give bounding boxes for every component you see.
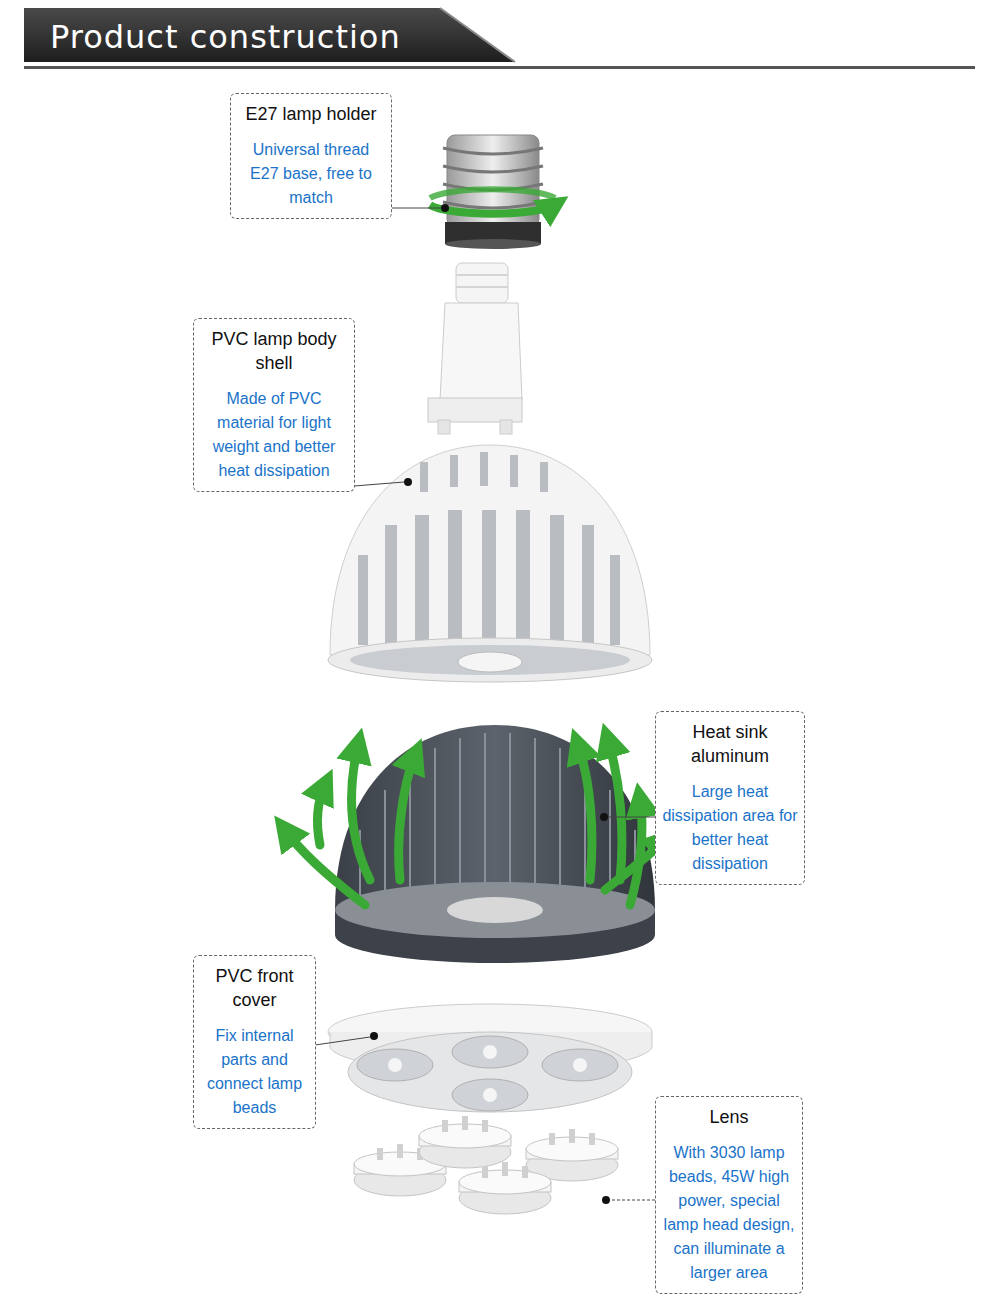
- page-title: Product construction: [50, 18, 401, 56]
- part-name: PVC lamp body shell: [200, 327, 348, 375]
- part-name: E27 lamp holder: [237, 102, 385, 126]
- part-description: Universal thread E27 base, free to match: [237, 138, 385, 210]
- title-banner: [24, 8, 515, 62]
- part-name: PVC front cover: [200, 964, 309, 1012]
- leader-line: [391, 208, 441, 209]
- heat-arrows: [285, 740, 665, 905]
- banner-edge: [440, 8, 515, 62]
- leader-dot: [404, 478, 412, 486]
- title-rule: [24, 66, 975, 69]
- leader-line: [610, 1200, 655, 1201]
- callout-box: PVC lamp body shellMade of PVC material …: [193, 318, 355, 492]
- part-description: Large heat dissipation area for better h…: [662, 780, 798, 876]
- front-cover: [328, 1004, 652, 1112]
- heat-sink: [335, 725, 655, 963]
- part-name: Lens: [662, 1105, 796, 1129]
- callout-box: E27 lamp holderUniversal thread E27 base…: [230, 93, 392, 219]
- leader-dot: [600, 813, 608, 821]
- part-name: Heat sink aluminum: [662, 720, 798, 768]
- callout-box: Heat sink aluminumLarge heat dissipation…: [655, 711, 805, 885]
- lamp-neck: [428, 263, 522, 434]
- part-description: Made of PVC material for light weight an…: [200, 387, 348, 483]
- leader-dot: [602, 1196, 610, 1204]
- part-description: With 3030 lamp beads, 45W high power, sp…: [662, 1141, 796, 1285]
- lens-set: [354, 1116, 618, 1214]
- leader-line: [608, 817, 655, 818]
- leader-line: [354, 482, 404, 486]
- leader-dot: [441, 204, 449, 212]
- pvc-shell: [328, 445, 652, 682]
- e27-base: [430, 135, 555, 249]
- callout-box: PVC front coverFix internal parts and co…: [193, 955, 316, 1129]
- leader-line: [315, 1037, 370, 1045]
- part-description: Fix internal parts and connect lamp bead…: [200, 1024, 309, 1120]
- callout-box: LensWith 3030 lamp beads, 45W high power…: [655, 1096, 803, 1294]
- leader-dot: [370, 1032, 378, 1040]
